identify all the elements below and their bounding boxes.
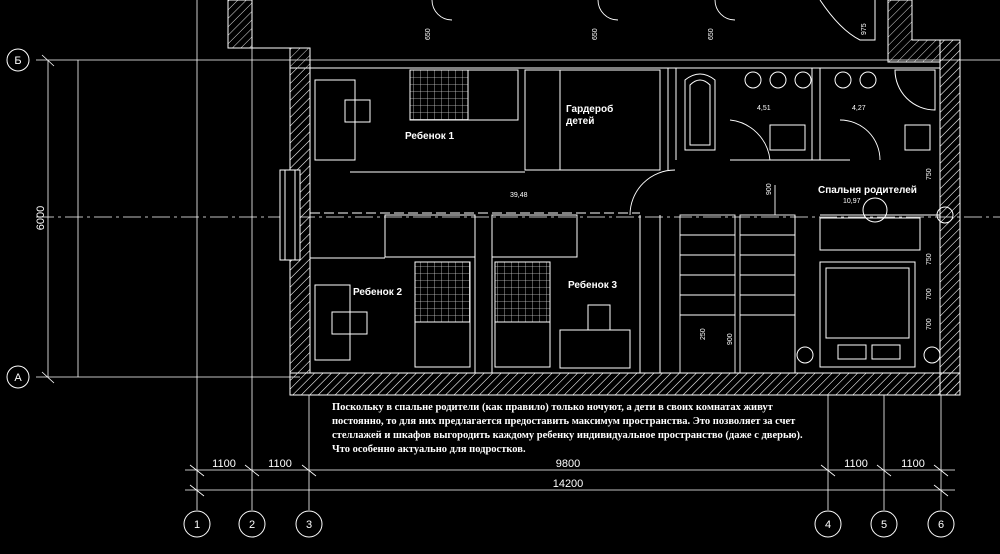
axis-label-3: 3 [306, 519, 312, 531]
axis-label-5: 5 [881, 519, 887, 531]
dimension-lines [41, 54, 955, 497]
dim-right-4: 700 [926, 318, 933, 330]
internal-walls [309, 67, 941, 374]
axis-bubbles [6, 48, 955, 538]
dim-right-2: 750 [926, 253, 933, 265]
dim-right-3: 700 [926, 288, 933, 300]
axis-label-2: 2 [249, 519, 255, 531]
room-label-wardrobe-line1: Гардероб [566, 103, 613, 115]
axis-lines [36, 0, 1000, 510]
room-label-parents: Спальня родителей [818, 185, 917, 196]
dim-total: 14200 [553, 478, 584, 490]
dim-stair-2: 900 [727, 333, 734, 345]
desks [314, 79, 931, 369]
dim-2-3: 1100 [268, 458, 292, 470]
dim-1-2: 1100 [212, 458, 236, 470]
axis-label-6: 6 [938, 519, 944, 531]
axis-bubble-row-b [6, 48, 30, 72]
room-label-child1: Ребенок 1 [405, 130, 455, 142]
area-bath1: 4,51 [757, 105, 771, 112]
dim-vertical-total: 6000 [35, 206, 47, 230]
axis-label-4: 4 [825, 519, 831, 531]
axis-label-b: Б [14, 55, 21, 67]
room-label-wardrobe-line2: детей [566, 116, 594, 127]
door-swings [431, 0, 881, 216]
external-walls [227, 0, 961, 396]
room-label-child2: Ребенок 2 [353, 286, 403, 298]
dim-door-4: 975 [861, 23, 868, 35]
dim-right-1: 750 [926, 168, 933, 180]
dim-3-4: 9800 [556, 458, 580, 470]
axis-label-1: 1 [194, 519, 200, 531]
bathroom-fixtures [684, 0, 954, 364]
axis-label-a: А [14, 372, 22, 384]
area-hall: 39,48 [510, 192, 528, 199]
beds [409, 69, 921, 368]
dim-door-2: 650 [592, 28, 599, 40]
staircase [679, 185, 796, 374]
plan-description-note: Поскольку в спальне родители (как правил… [332, 402, 803, 455]
room-label-child3: Ребенок 3 [568, 279, 618, 291]
dim-stair-1: 900 [766, 183, 773, 195]
dim-door-3: 650 [708, 28, 715, 40]
dim-door-1: 650 [425, 28, 432, 40]
area-parents: 10,97 [843, 198, 861, 205]
dim-stair-3: 250 [700, 328, 707, 340]
axis-bubble-row-a [6, 365, 30, 389]
dim-5-6: 1100 [901, 458, 925, 470]
dim-4-5: 1100 [844, 458, 868, 470]
area-bath2: 4,27 [852, 105, 866, 112]
